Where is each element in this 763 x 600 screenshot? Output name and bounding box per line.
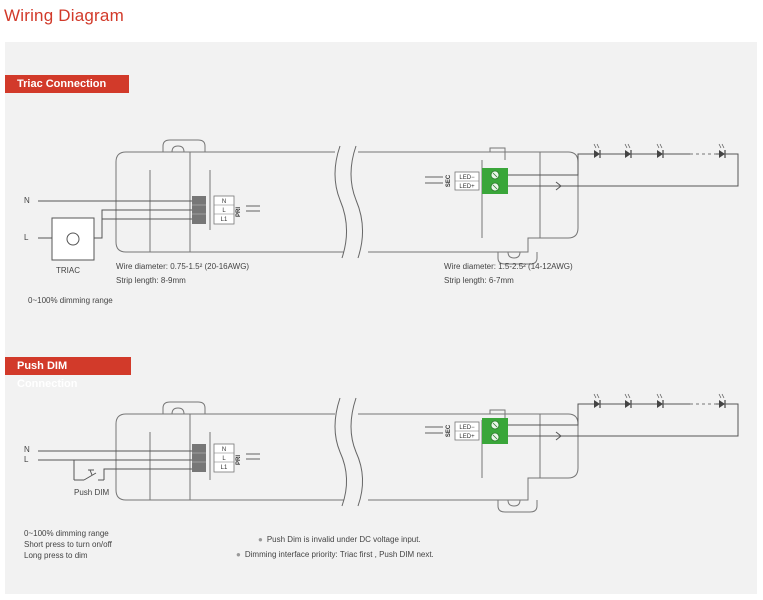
triac-secondary-terminal-block: LED− LED+ SEC bbox=[425, 168, 508, 194]
diagram-panel bbox=[5, 42, 757, 594]
triac-input-wiring bbox=[38, 200, 192, 239]
triac-sec-wire-diameter: Wire diameter: 1.5-2.5² (14-12AWG) bbox=[444, 262, 573, 271]
pushdim-pri-terminal-l1: L1 bbox=[221, 465, 228, 471]
triac-pri-terminal-l1: L1 bbox=[221, 217, 228, 223]
triac-sec-terminal-led-minus: LED− bbox=[459, 175, 475, 181]
pushdim-sec-label: SEC bbox=[446, 424, 452, 437]
triac-input-l-label: L bbox=[24, 233, 29, 242]
triac-sec-strip-length: Strip length: 6-7mm bbox=[444, 276, 514, 285]
triac-driver-body bbox=[115, 139, 579, 265]
pushdim-output-wiring bbox=[508, 403, 739, 441]
pushdim-short-press-note: Short press to turn on/off bbox=[24, 540, 112, 549]
pushdim-input-n-label: N bbox=[24, 445, 30, 454]
pushdim-driver-body bbox=[115, 397, 579, 513]
pushdim-input-wiring bbox=[38, 450, 192, 481]
triac-pri-terminal-n: N bbox=[222, 199, 226, 205]
triac-pri-terminal-l: L bbox=[222, 208, 226, 214]
triac-sec-terminal-led-plus: LED+ bbox=[459, 184, 475, 190]
triac-connection-header: Triac Connection bbox=[5, 75, 129, 93]
triac-dimmer-box bbox=[51, 217, 95, 261]
pushdim-sec-terminal-led-plus: LED+ bbox=[459, 434, 475, 440]
pushdim-pri-terminal-n: N bbox=[222, 447, 226, 453]
pushdim-note-priority: ●Dimming interface priority: Triac first… bbox=[236, 550, 434, 559]
triac-primary-terminal-block: N L L1 PRI bbox=[192, 195, 260, 225]
pushdim-secondary-terminal-block: LED− LED+ SEC bbox=[425, 418, 508, 444]
triac-pri-wire-diameter: Wire diameter: 0.75-1.5² (20-16AWG) bbox=[116, 262, 250, 271]
triac-sec-label: SEC bbox=[446, 174, 452, 187]
pushdim-pri-label: PRI bbox=[236, 455, 242, 465]
triac-dimmer-label: TRIAC bbox=[56, 266, 80, 275]
pushdim-dimming-range: 0~100% dimming range bbox=[24, 529, 109, 538]
pushdim-input-l-label: L bbox=[24, 455, 29, 464]
pushdim-pri-terminal-l: L bbox=[222, 456, 226, 462]
pushdim-note-dc: ●Push Dim is invalid under DC voltage in… bbox=[258, 535, 421, 544]
triac-pri-strip-length: Strip length: 8-9mm bbox=[116, 276, 186, 285]
pushdim-switch-label: Push DIM bbox=[74, 488, 110, 497]
triac-pri-label: PRI bbox=[236, 207, 242, 217]
pushdim-primary-terminal-block: N L L1 PRI bbox=[192, 443, 260, 473]
pushdim-led-string bbox=[584, 393, 738, 409]
pushdim-sec-terminal-led-minus: LED− bbox=[459, 425, 475, 431]
triac-input-n-label: N bbox=[24, 196, 30, 205]
page-title: Wiring Diagram bbox=[4, 6, 124, 25]
pushdim-long-press-note: Long press to dim bbox=[24, 551, 88, 560]
triac-led-string bbox=[584, 143, 738, 159]
triac-output-wiring bbox=[508, 153, 739, 191]
pushdim-connection-header: Push DIM Connection bbox=[5, 357, 131, 390]
triac-dimming-range: 0~100% dimming range bbox=[28, 296, 113, 305]
